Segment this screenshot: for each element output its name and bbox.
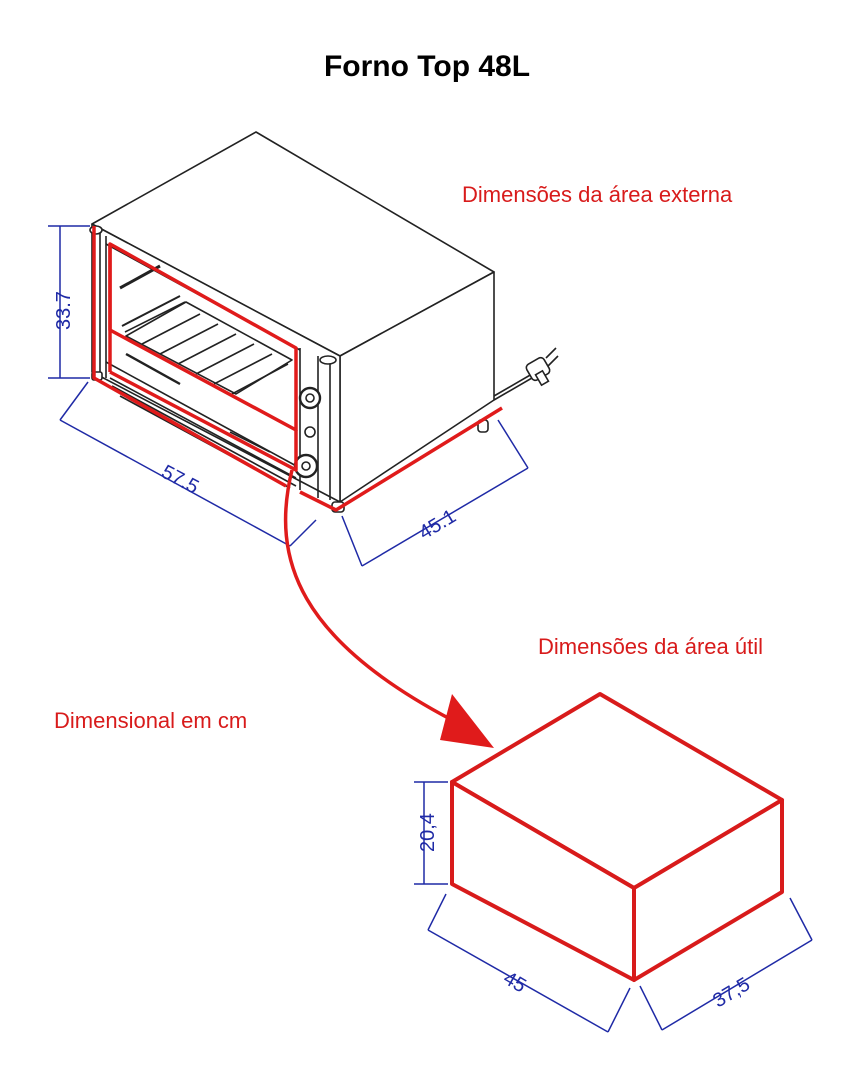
arrow-connector (283, 469, 494, 748)
external-area-outline (92, 226, 503, 512)
useful-dimension-lines (414, 781, 813, 1033)
units-label: Dimensional em cm (54, 708, 248, 733)
useful-box-side-face (632, 798, 784, 982)
external-height-value: 33.7 (53, 291, 75, 330)
external-area-label: Dimensões da área externa (462, 182, 733, 207)
external-depth-value: 45.1 (415, 505, 460, 544)
useful-width-value: 45 (500, 967, 530, 997)
useful-area-label: Dimensões da área útil (538, 634, 764, 659)
useful-area-box (450, 692, 784, 982)
external-width-value: 57.5 (158, 461, 203, 499)
arrow-head-icon (440, 694, 494, 748)
useful-height-value: 20,4 (417, 813, 439, 852)
page-title: Forno Top 48L (323, 50, 531, 83)
external-dimension-lines (48, 225, 529, 567)
power-plug-icon (493, 347, 559, 401)
oven-drawing (89, 131, 495, 513)
